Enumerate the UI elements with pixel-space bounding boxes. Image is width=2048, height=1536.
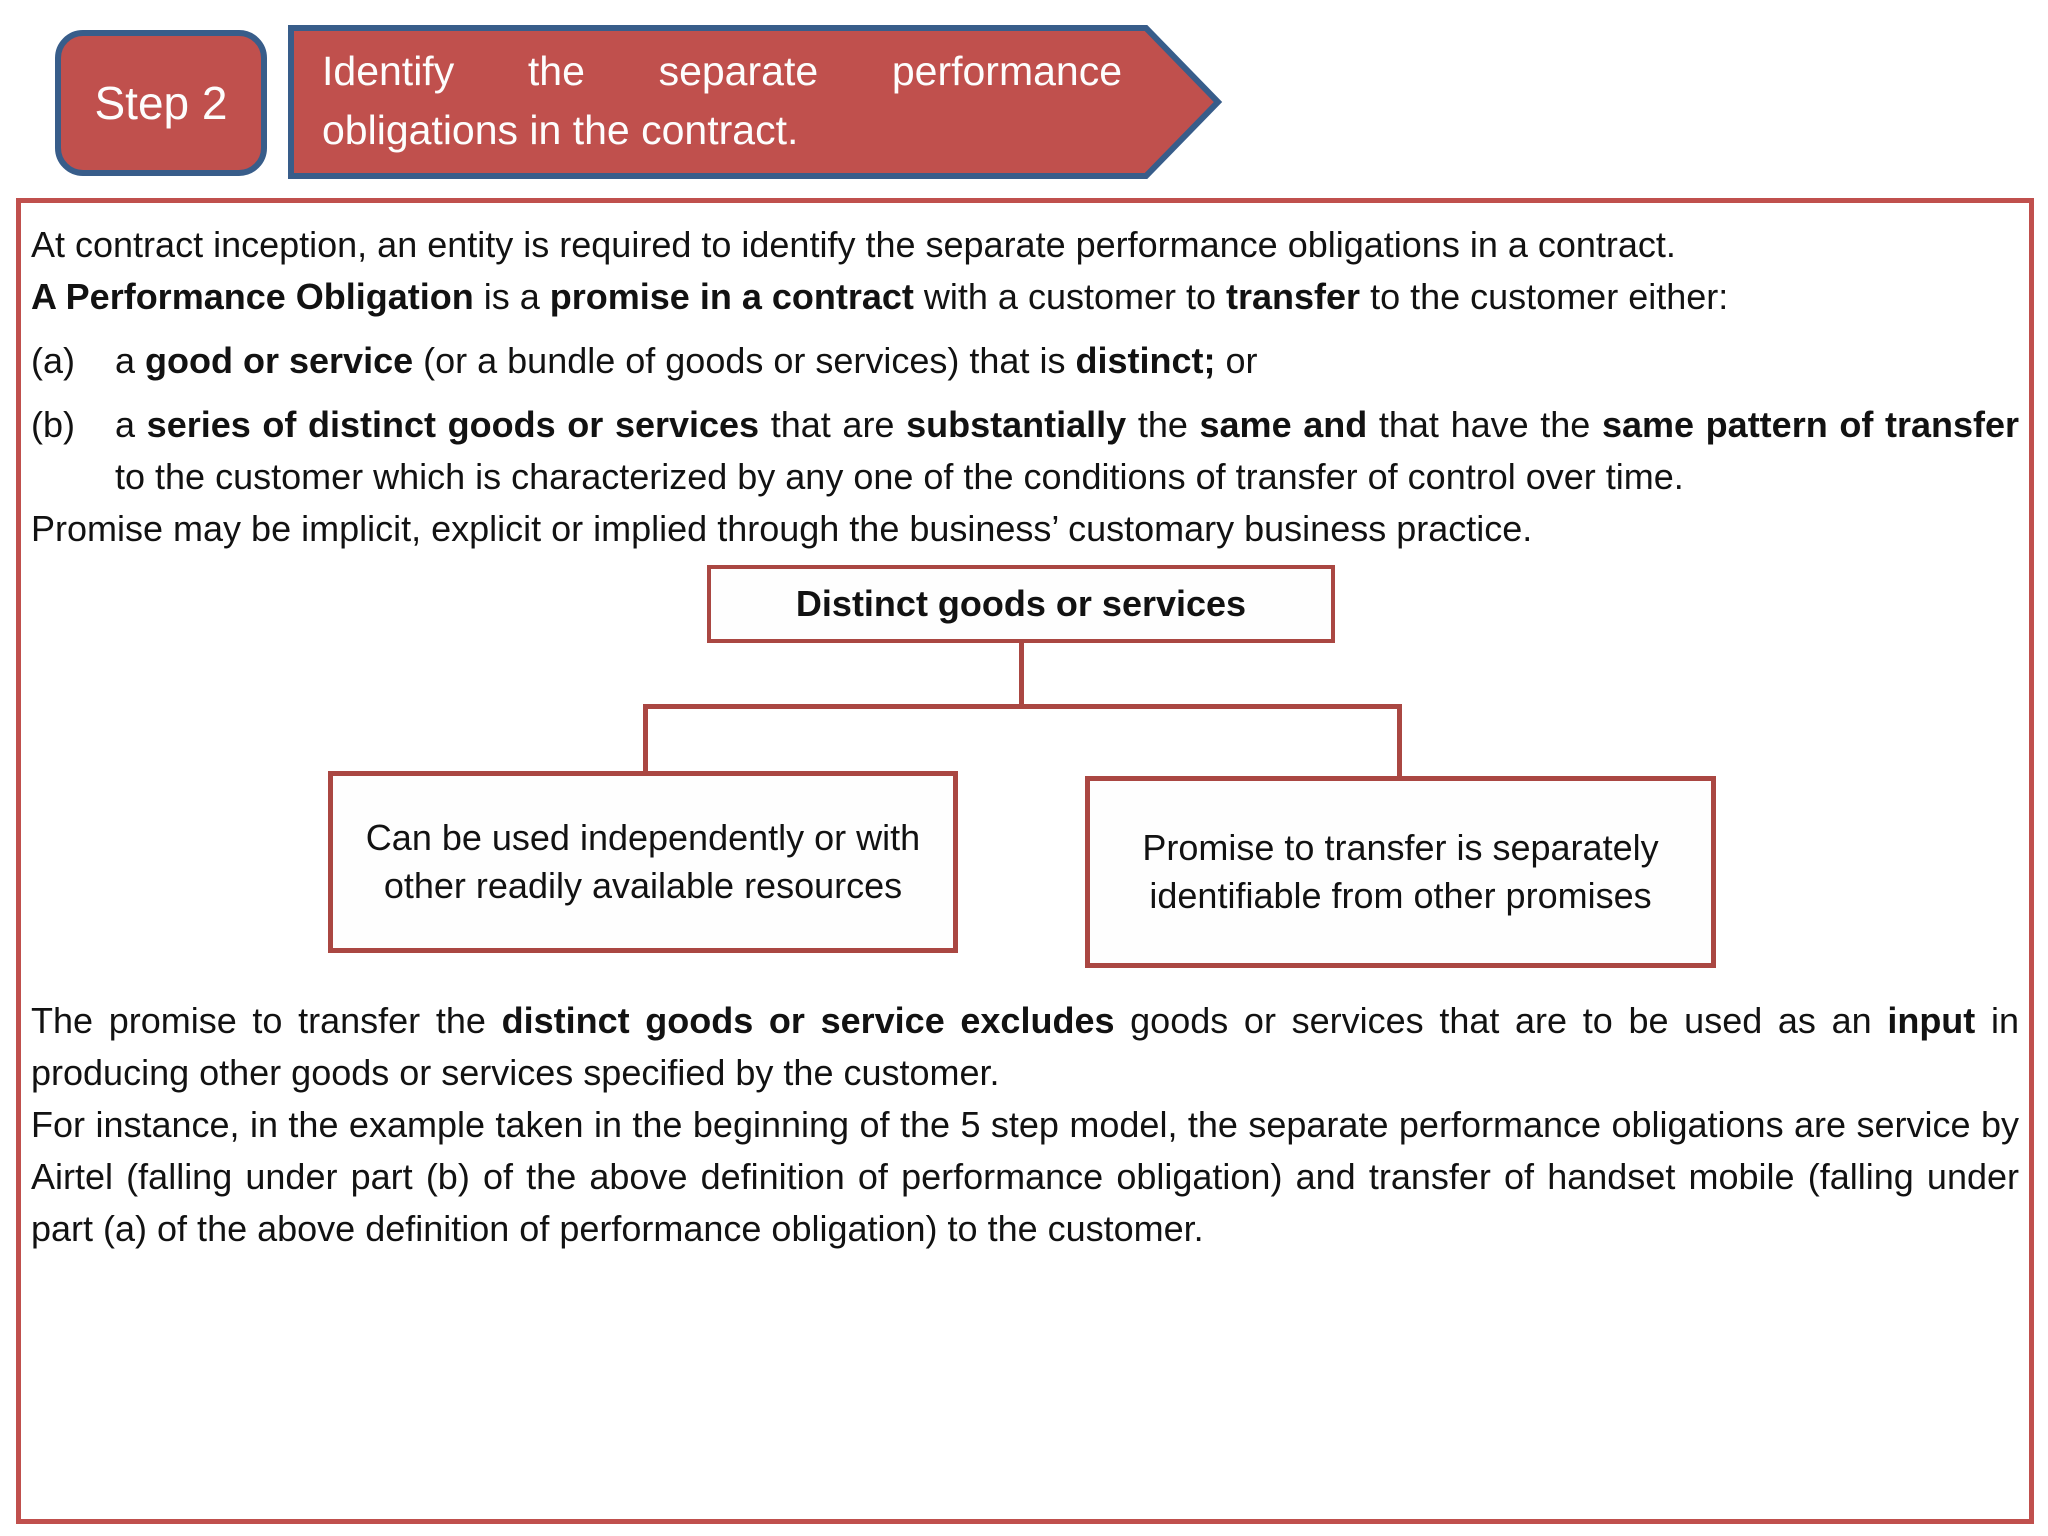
distinct-goods-diagram: Distinct goods or services Can be used i… [31, 565, 2019, 995]
definition-paragraph: A Performance Obligation is a promise in… [31, 276, 1729, 317]
connector-left-stem [643, 706, 648, 773]
list-item-b: (b) a series of distinct goods or servic… [31, 399, 2019, 503]
intro-paragraph: At contract inception, an entity is requ… [31, 224, 1676, 265]
step-badge: Step 2 [55, 30, 267, 176]
step-title-banner: Identify the separate performance obliga… [288, 25, 1228, 179]
diagram-left-box: Can be used independently or with other … [328, 771, 958, 953]
list-item-a: (a) a good or service (or a bundle of go… [31, 335, 2019, 387]
content-panel: At contract inception, an entity is requ… [16, 198, 2034, 1524]
diagram-root-box: Distinct goods or services [707, 565, 1335, 643]
banner-arrow-shape [288, 25, 1223, 179]
list-item-b-marker: (b) [31, 404, 75, 445]
list-item-b-text: a series of distinct goods or services t… [115, 404, 2020, 497]
diagram-right-box: Promise to transfer is separately identi… [1085, 776, 1716, 968]
step-title: Identify the separate performance obliga… [322, 48, 1122, 153]
connector-horizontal [643, 704, 1402, 709]
list-item-a-text: a good or service (or a bundle of goods … [115, 340, 1258, 381]
connector-root-stem [1019, 643, 1024, 706]
example-paragraph: For instance, in the example taken in th… [31, 1104, 2019, 1249]
connector-right-stem [1397, 706, 1402, 778]
promise-note: Promise may be implicit, explicit or imp… [31, 508, 1533, 549]
step-badge-label: Step 2 [94, 77, 228, 129]
list-item-a-marker: (a) [31, 340, 75, 381]
excludes-paragraph: The promise to transfer the distinct goo… [31, 1000, 2019, 1093]
